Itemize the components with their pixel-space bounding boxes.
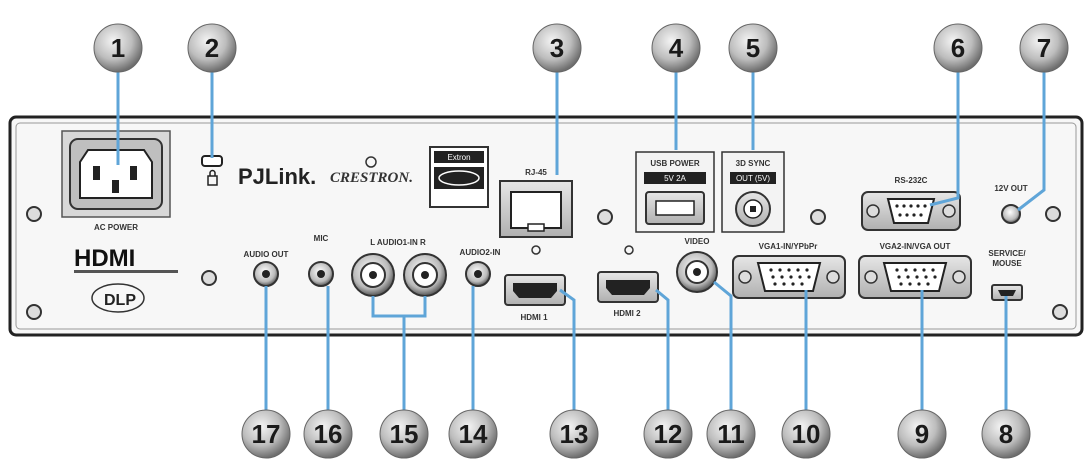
callout-3: 3 bbox=[532, 23, 582, 73]
ac-power-inlet bbox=[61, 130, 171, 218]
hdmi-logo: HDMI bbox=[74, 245, 178, 273]
dlp-logo: DLP bbox=[91, 283, 145, 313]
3d-sync-port: 3D SYNC OUT (5V) bbox=[721, 151, 785, 233]
callout-13: 13 bbox=[549, 409, 599, 459]
callout-number: 1 bbox=[111, 33, 125, 63]
callout-number: 6 bbox=[951, 33, 965, 63]
usb-power-label: USB POWER bbox=[650, 159, 700, 168]
callout-number: 5 bbox=[746, 33, 760, 63]
screw-icon bbox=[26, 206, 1068, 320]
hdmi-logo-text: HDMI bbox=[74, 245, 135, 272]
callout-number: 14 bbox=[459, 419, 488, 449]
vga2-port bbox=[858, 255, 972, 299]
12v-out-label: 12V OUT bbox=[994, 184, 1027, 193]
vga1-port bbox=[732, 255, 846, 299]
hdmi1-label: HDMI 1 bbox=[520, 313, 548, 322]
callout-number: 3 bbox=[550, 33, 564, 63]
rs232c-port bbox=[861, 191, 961, 231]
audio-out-label: AUDIO OUT bbox=[244, 250, 289, 259]
callout-11: 11 bbox=[706, 409, 756, 459]
rs232c-label: RS-232C bbox=[895, 176, 928, 185]
callout-17: 17 bbox=[241, 409, 291, 459]
callout-number: 15 bbox=[390, 419, 419, 449]
usb-power-port: USB POWER 5V 2A bbox=[624, 151, 715, 255]
callout-number: 7 bbox=[1037, 33, 1051, 63]
rj45-label: RJ-45 bbox=[525, 168, 547, 177]
crestron-logo-text: CRESTRON. bbox=[330, 170, 413, 186]
callout-number: 17 bbox=[252, 419, 281, 449]
callout-number: 4 bbox=[669, 33, 684, 63]
callout-number: 12 bbox=[654, 419, 683, 449]
callout-7: 7 bbox=[1019, 23, 1069, 73]
callout-6: 6 bbox=[933, 23, 983, 73]
callout-number: 16 bbox=[314, 419, 343, 449]
callout-number: 2 bbox=[205, 33, 219, 63]
callout-number: 13 bbox=[560, 419, 589, 449]
callout-4: 4 bbox=[651, 23, 701, 73]
extron-logo: Extron bbox=[429, 146, 489, 208]
rj45-port bbox=[499, 180, 573, 255]
extron-logo-text: Extron bbox=[447, 153, 470, 162]
kensington-lock-icon bbox=[201, 155, 223, 186]
callout-number: 9 bbox=[915, 419, 929, 449]
mic-label: MIC bbox=[314, 234, 329, 243]
video-label: VIDEO bbox=[685, 237, 710, 246]
hdmi1-port bbox=[504, 274, 566, 306]
callout-number: 8 bbox=[999, 419, 1013, 449]
callout-number: 10 bbox=[792, 419, 821, 449]
hdmi2-port bbox=[597, 271, 659, 303]
vga2-label: VGA2-IN/VGA OUT bbox=[880, 242, 951, 251]
hdmi2-label: HDMI 2 bbox=[613, 309, 641, 318]
callout-1: 1 bbox=[93, 23, 143, 73]
callout-10: 10 bbox=[781, 409, 831, 459]
vga1-label: VGA1-IN/YPbPr bbox=[759, 242, 818, 251]
service-label: SERVICE/ bbox=[988, 249, 1026, 258]
callout-15: 15 bbox=[379, 409, 429, 459]
callout-16: 16 bbox=[303, 409, 353, 459]
callout-9: 9 bbox=[897, 409, 947, 459]
callout-14: 14 bbox=[448, 409, 498, 459]
pjlink-logo: PJLink. bbox=[238, 164, 316, 189]
3d-sync-label: 3D SYNC bbox=[736, 159, 771, 168]
ac-power-label: AC POWER bbox=[94, 223, 138, 232]
callout-12: 12 bbox=[643, 409, 693, 459]
video-rca-jack bbox=[676, 251, 718, 293]
service-label-2: MOUSE bbox=[992, 259, 1022, 268]
callout-leader-lines bbox=[116, 72, 1046, 412]
dlp-logo-text: DLP bbox=[104, 292, 136, 309]
callout-2: 2 bbox=[187, 23, 237, 73]
audio2-in-label: AUDIO2-IN bbox=[460, 248, 501, 257]
audio1-in-rca-jacks bbox=[351, 253, 447, 297]
callout-number: 11 bbox=[717, 419, 745, 449]
crestron-logo: CRESTRON. bbox=[330, 156, 413, 186]
usb-power-rating: 5V 2A bbox=[664, 174, 686, 183]
callout-5: 5 bbox=[728, 23, 778, 73]
audio1-in-label: L AUDIO1-IN R bbox=[370, 238, 426, 247]
12v-out-jack bbox=[1001, 204, 1021, 224]
callout-8: 8 bbox=[981, 409, 1031, 459]
3d-sync-sub-label: OUT (5V) bbox=[736, 174, 770, 183]
